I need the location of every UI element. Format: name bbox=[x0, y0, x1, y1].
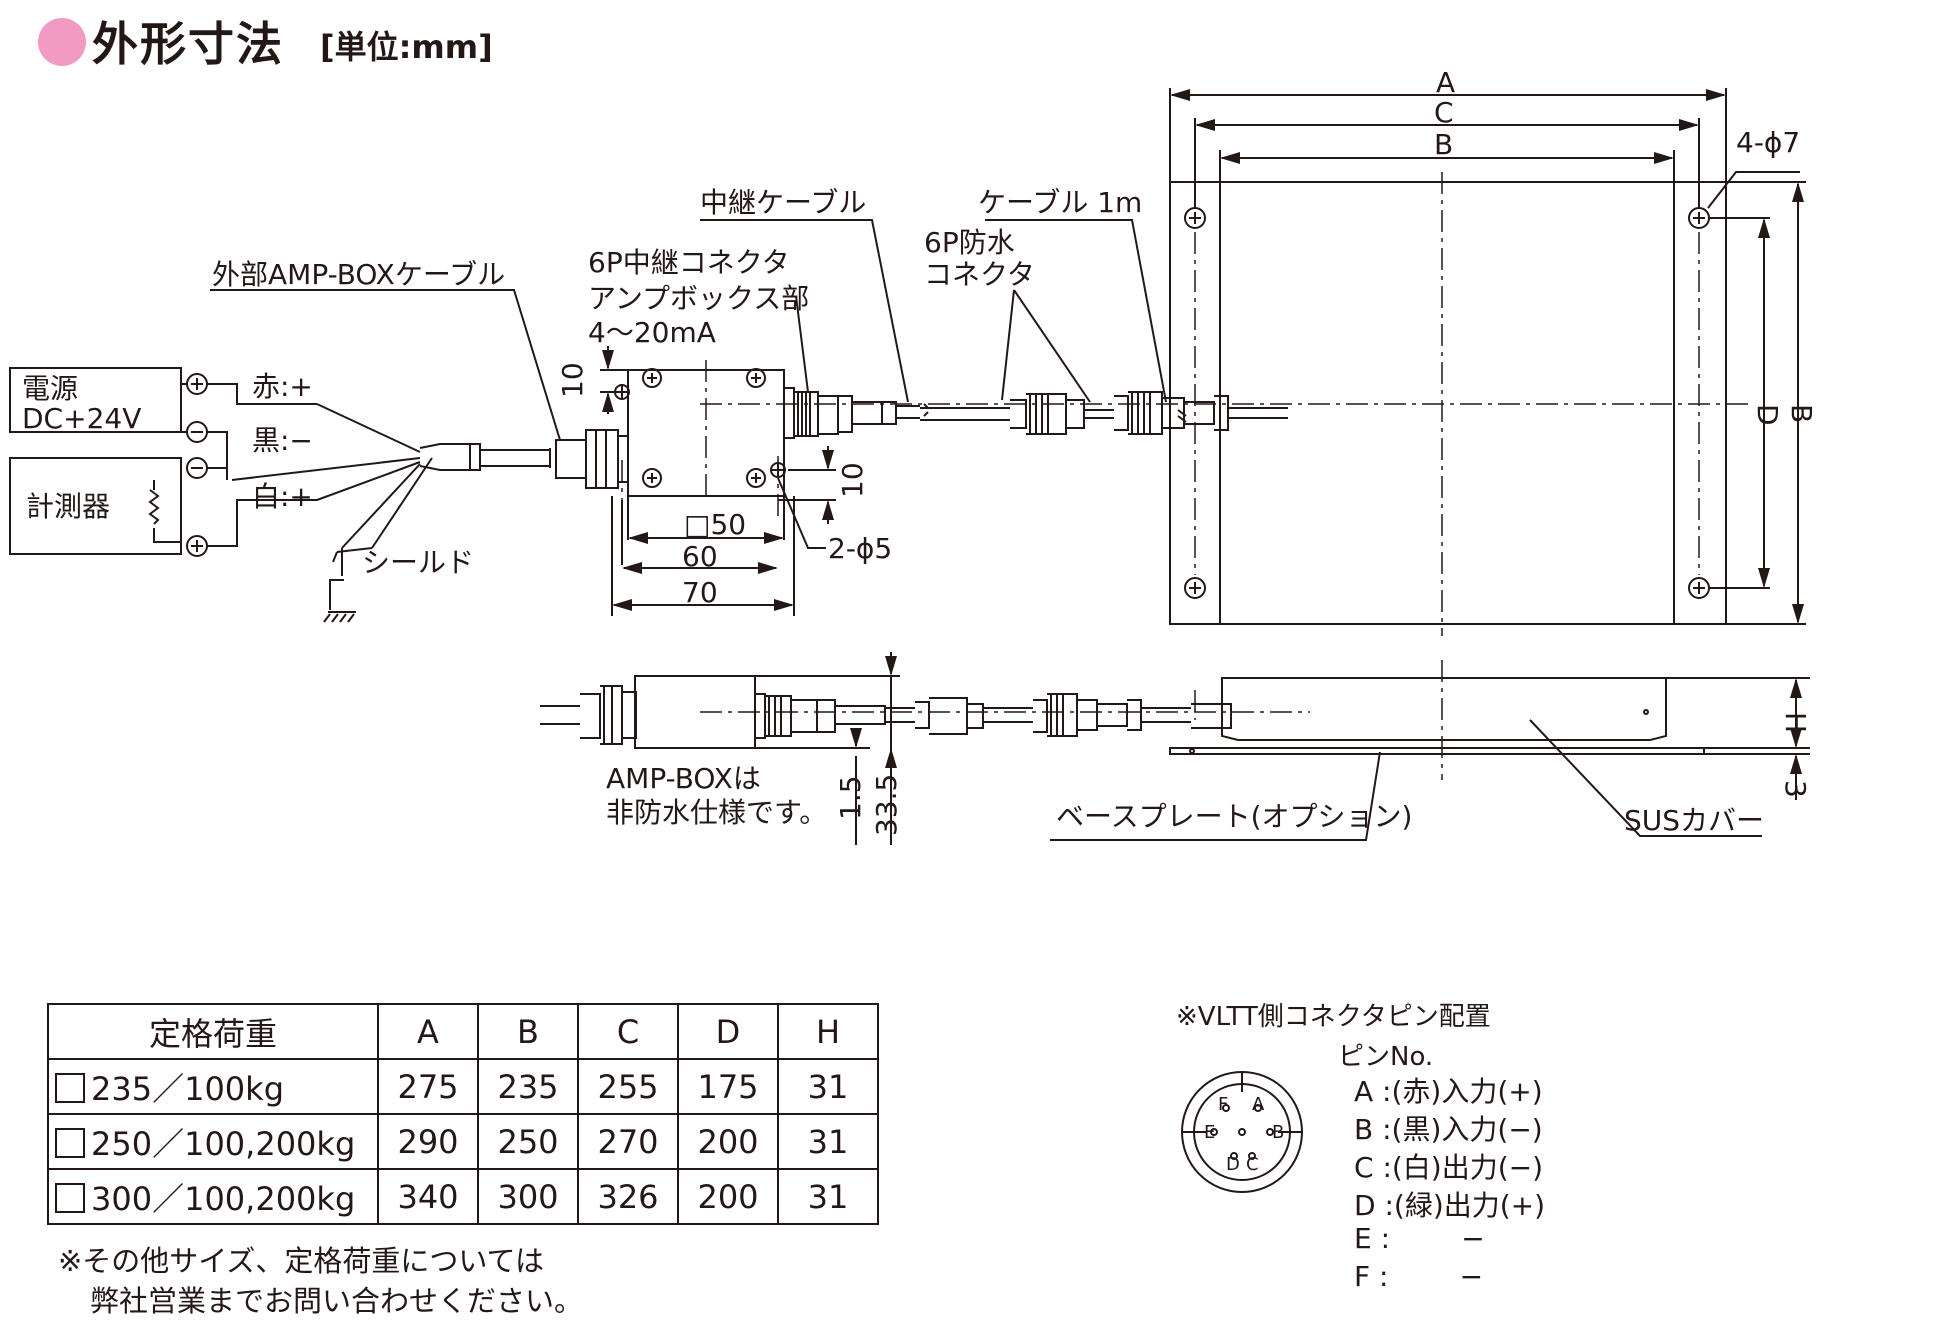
pin-f-label: F bbox=[1218, 1094, 1228, 1115]
waterproof-callout-1: 6P防水 bbox=[924, 226, 1015, 259]
cell-d: 200 bbox=[677, 1113, 779, 1170]
pin-layout-heading: ※VLTT側コネクタピン配置 bbox=[1176, 1002, 1491, 1032]
table-row: 250／100,200kg 290 250 270 200 31 bbox=[47, 1113, 879, 1170]
dim-60-label: 60 bbox=[682, 540, 718, 573]
relay-connector-callout: 6P中継コネクタ bbox=[588, 246, 790, 279]
relay-cable-callout: 中継ケーブル bbox=[700, 186, 866, 219]
cell-c: 255 bbox=[577, 1058, 679, 1115]
signal-callout: 4〜20mA bbox=[588, 316, 716, 349]
square-icon bbox=[55, 1127, 85, 1158]
amp-note-1: AMP-BOXは bbox=[606, 762, 761, 795]
meter-label: 計測器 bbox=[26, 490, 110, 523]
dim-c-label: C bbox=[1434, 96, 1454, 129]
waterproof-callout-2: コネクタ bbox=[924, 258, 1035, 291]
table-note-2: 弊社営業までお問い合わせください。 bbox=[90, 1284, 584, 1318]
dim-70-label: 70 bbox=[682, 576, 718, 609]
dim-h-label: H bbox=[1779, 712, 1812, 733]
sus-cover-side bbox=[1221, 677, 1667, 741]
cell-b: 235 bbox=[477, 1058, 579, 1115]
shield-label: シールド bbox=[362, 546, 474, 579]
resistor-icon bbox=[148, 489, 160, 525]
amp-box-side bbox=[634, 675, 756, 749]
page-title: 外形寸法 bbox=[92, 17, 284, 71]
cell-a: 275 bbox=[377, 1058, 479, 1115]
dim-b-label: B bbox=[1434, 128, 1453, 161]
cell-a: 340 bbox=[377, 1168, 479, 1225]
pin-row: F : − bbox=[1354, 1260, 1484, 1293]
cell-b: 250 bbox=[477, 1113, 579, 1170]
dim-a-label: A bbox=[1436, 66, 1455, 99]
sus-cover-callout: SUSカバー bbox=[1624, 804, 1764, 837]
table-row: 235／100kg 275 235 255 175 31 bbox=[47, 1058, 879, 1115]
dim-33-5-label: 33.5 bbox=[870, 774, 903, 836]
cell-c: 326 bbox=[577, 1168, 679, 1225]
cell-h: 31 bbox=[777, 1168, 879, 1225]
pin-b-label: B bbox=[1272, 1122, 1284, 1143]
wire-red-label: 赤:+ bbox=[252, 370, 313, 403]
cell-d: 175 bbox=[677, 1058, 779, 1115]
base-plate-callout: ベースプレート(オプション) bbox=[1056, 800, 1412, 833]
header-b: B bbox=[477, 1003, 579, 1060]
pin-no-heading: ピンNo. bbox=[1338, 1042, 1434, 1072]
amp-box-callout: アンプボックス部 bbox=[588, 282, 809, 315]
unit-label: [単位:mm] bbox=[320, 28, 493, 66]
square-icon bbox=[55, 1072, 85, 1103]
dim-1-5-label: 1.5 bbox=[834, 775, 867, 820]
pin-e-label: E bbox=[1204, 1122, 1215, 1143]
power-label-1: 電源 bbox=[22, 372, 78, 405]
title-bullet-icon bbox=[38, 18, 86, 66]
table-note-1: ※その他サイズ、定格荷重については bbox=[58, 1244, 544, 1278]
header-d: D bbox=[677, 1003, 779, 1060]
power-label-2: DC+24V bbox=[22, 402, 141, 435]
header-h: H bbox=[777, 1003, 879, 1060]
cell-a: 290 bbox=[377, 1113, 479, 1170]
holes-4-callout: 4-ϕ7 bbox=[1736, 126, 1800, 159]
cell-h: 31 bbox=[777, 1113, 879, 1170]
rated-load-table: 定格荷重 A B C D H 235／100kg 275 235 255 175… bbox=[47, 1003, 879, 1225]
dim-50-label: □50 bbox=[684, 508, 746, 541]
measuring-instrument-box bbox=[9, 457, 182, 555]
pin-a-label: A bbox=[1252, 1094, 1265, 1115]
cell-h: 31 bbox=[777, 1058, 879, 1115]
power-supply-box bbox=[9, 367, 182, 433]
pin-row: D :(緑)出力(+) bbox=[1354, 1189, 1546, 1222]
cell-b: 300 bbox=[477, 1168, 579, 1225]
pin-row: A :(赤)入力(+) bbox=[1354, 1075, 1543, 1108]
row-name: 235／100kg bbox=[91, 1069, 285, 1108]
header-c: C bbox=[577, 1003, 679, 1060]
table-row: 300／100,200kg 340 300 326 200 31 bbox=[47, 1168, 879, 1225]
header-rated-load: 定格荷重 bbox=[47, 1003, 379, 1060]
load-plate-top bbox=[1169, 181, 1727, 625]
pin-row: E : − bbox=[1354, 1222, 1485, 1255]
ext-cable-callout: 外部AMP-BOXケーブル bbox=[212, 258, 505, 291]
holes-2-callout: 2-ϕ5 bbox=[828, 532, 892, 565]
pin-row: B :(黒)入力(−) bbox=[1354, 1113, 1543, 1146]
table-header-row: 定格荷重 A B C D H bbox=[47, 1003, 879, 1060]
dim-10a-label: 10 bbox=[556, 362, 589, 398]
dim-10b-label: 10 bbox=[836, 462, 869, 498]
pin-c-label: C bbox=[1246, 1154, 1259, 1175]
square-icon bbox=[55, 1182, 85, 1213]
base-plate-side bbox=[1169, 747, 1705, 755]
row-name: 250／100,200kg bbox=[91, 1124, 356, 1163]
dim-3-label: 3 bbox=[1779, 780, 1812, 798]
cell-d: 200 bbox=[677, 1168, 779, 1225]
pin-d-label: D bbox=[1226, 1154, 1240, 1175]
cable-gland bbox=[585, 429, 619, 489]
amp-note-2: 非防水仕様です。 bbox=[606, 796, 827, 829]
wire-black-label: 黒:− bbox=[252, 424, 313, 457]
dim-b-side-label: B bbox=[1785, 404, 1818, 423]
pin-row: C :(白)出力(−) bbox=[1354, 1151, 1544, 1184]
row-name: 300／100,200kg bbox=[91, 1179, 356, 1218]
wire-white-label: 白:+ bbox=[252, 480, 313, 513]
cell-c: 270 bbox=[577, 1113, 679, 1170]
dim-d-label: D bbox=[1751, 404, 1784, 426]
header-a: A bbox=[377, 1003, 479, 1060]
cable-1m-callout: ケーブル 1m bbox=[978, 186, 1142, 219]
